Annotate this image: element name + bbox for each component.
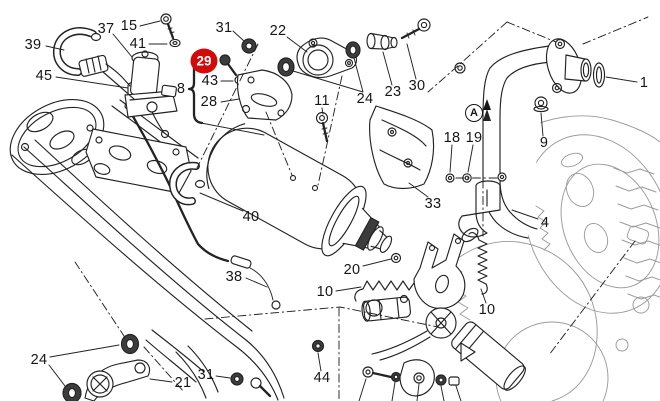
bottom-hardware	[311, 339, 462, 401]
spacer-23	[366, 32, 398, 51]
hook-clamp	[168, 161, 206, 206]
heat-shield	[369, 105, 435, 190]
bracket-21-assembly	[62, 333, 272, 401]
part-label-22[interactable]: 22	[269, 23, 287, 39]
reference-lines	[74, 16, 649, 401]
part-label-31a[interactable]: 31	[215, 20, 233, 36]
nut-9	[533, 96, 549, 113]
valve-pulley-pipe	[371, 307, 526, 391]
part-label-44[interactable]: 44	[313, 370, 331, 386]
highlighted-part-badge-29[interactable]: 29	[190, 48, 218, 74]
part-label-11[interactable]: 11	[314, 93, 330, 109]
part-label-20[interactable]: 20	[343, 262, 361, 278]
gasket-1	[592, 62, 606, 88]
part-label-33[interactable]: 33	[424, 196, 442, 212]
part-label-45[interactable]: 45	[35, 68, 53, 84]
cable-guide-clamp	[52, 27, 102, 76]
part-label-15[interactable]: 15	[120, 18, 138, 34]
valve-actuator-20	[361, 252, 411, 322]
part-label-9[interactable]: 9	[539, 135, 549, 151]
part-label-21[interactable]: 21	[174, 375, 192, 391]
bolt-30	[400, 18, 431, 40]
bolt-11	[315, 111, 329, 143]
exhaust-valve-actuator	[78, 50, 178, 139]
part-label-4[interactable]: 4	[540, 215, 550, 231]
part-label-43[interactable]: 43	[201, 73, 219, 89]
view-marker-a: A	[465, 104, 483, 122]
part-label-31b[interactable]: 31	[197, 367, 215, 383]
nut-18-washer-19	[445, 172, 507, 183]
part-label-39[interactable]: 39	[24, 37, 42, 53]
rubber-mount-24-left	[277, 57, 295, 77]
part-label-30[interactable]: 30	[408, 78, 426, 94]
washer-41	[169, 38, 181, 48]
bolt-15	[160, 13, 175, 40]
rubber-mount-24-right	[345, 41, 361, 59]
bracket-28	[236, 69, 293, 121]
part-label-8[interactable]: 8	[176, 81, 186, 97]
part-label-41[interactable]: 41	[129, 36, 147, 52]
part-label-19[interactable]: 19	[465, 130, 483, 146]
pipe-sleeve-4	[458, 180, 501, 243]
part-label-37[interactable]: 37	[97, 21, 115, 37]
part-label-18[interactable]: 18	[443, 130, 461, 146]
part-label-28[interactable]: 28	[200, 94, 218, 110]
part-label-1[interactable]: 1	[639, 75, 649, 91]
part-label-23[interactable]: 23	[384, 84, 402, 100]
part-label-10a[interactable]: 10	[316, 284, 334, 300]
part-label-10b[interactable]: 10	[478, 302, 496, 318]
valve-cable	[124, 102, 281, 310]
bracket-22	[296, 37, 358, 79]
view-marker-arrow-icon	[483, 99, 491, 110]
silencer	[206, 123, 393, 257]
leader-lines	[45, 20, 638, 387]
part-label-40[interactable]: 40	[242, 209, 260, 225]
nut-31-top	[241, 38, 257, 54]
part-label-38[interactable]: 38	[225, 269, 243, 285]
valve-bracket	[413, 233, 466, 310]
part-label-24a[interactable]: 24	[356, 91, 374, 107]
part-label-24b[interactable]: 24	[30, 352, 48, 368]
spring-10-vertical	[468, 232, 488, 295]
spring-10-horizontal	[354, 280, 415, 302]
